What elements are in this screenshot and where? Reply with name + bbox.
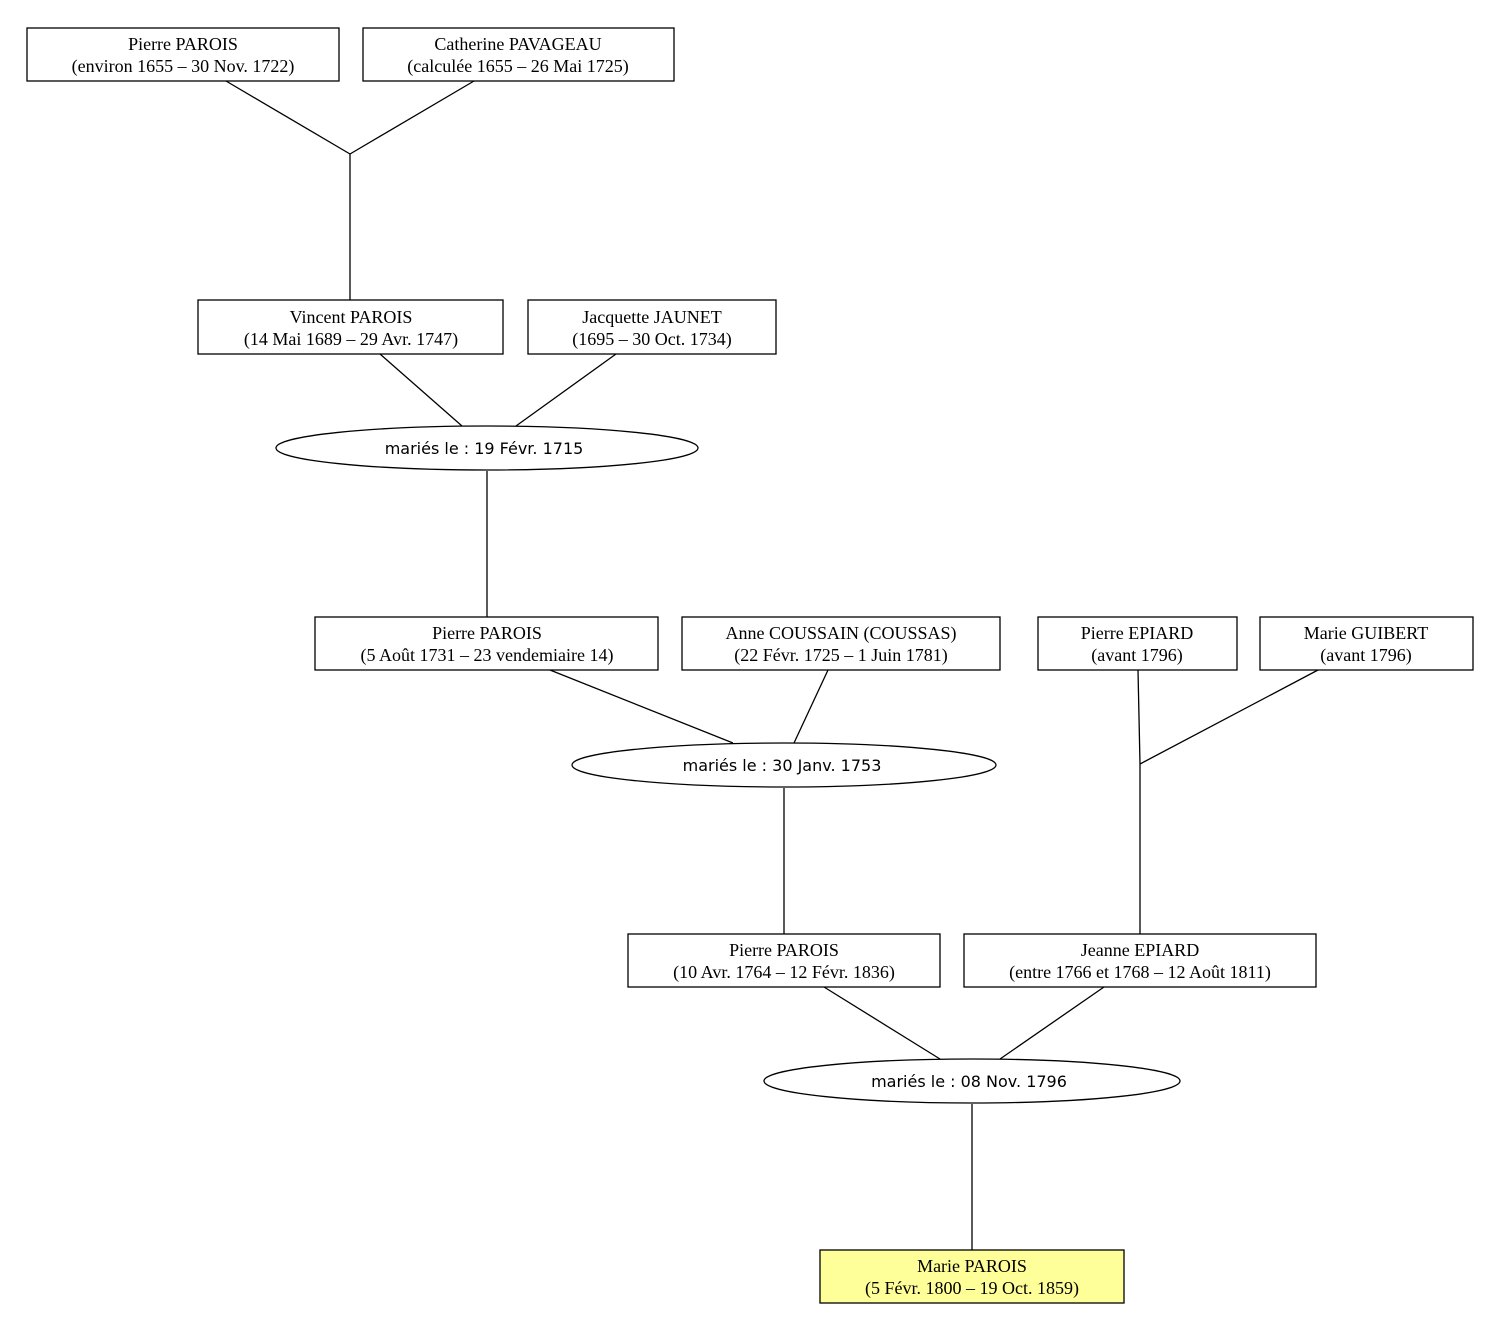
person-box — [527, 299, 777, 355]
edge-p3-to-m1 — [379, 353, 463, 427]
person-name: Vincent PAROIS — [290, 307, 413, 327]
marriage-label: mariés le : 30 Janv. 1753 — [683, 756, 882, 775]
person-dates: (14 Mai 1689 – 29 Avr. 1747) — [244, 329, 458, 350]
marriage-ellipse — [571, 742, 997, 788]
person-box — [681, 616, 1001, 671]
edge-p6-to-m2 — [793, 669, 829, 744]
person-node[interactable]: Pierre PAROIS (5 Août 1731 – 23 vendemia… — [314, 616, 659, 671]
person-name: Catherine PAVAGEAU — [434, 34, 601, 54]
edge-p2-to-join1 — [349, 80, 475, 155]
person-box — [26, 27, 340, 82]
person-dates: (entre 1766 et 1768 – 12 Août 1811) — [1009, 962, 1271, 983]
person-node[interactable]: Pierre PAROIS (environ 1655 – 30 Nov. 17… — [26, 27, 340, 82]
marriage-node[interactable]: mariés le : 19 Févr. 1715 — [275, 425, 699, 471]
person-box — [1259, 616, 1474, 671]
person-dates: (5 Août 1731 – 23 vendemiaire 14) — [361, 645, 614, 666]
person-node[interactable]: Pierre PAROIS (10 Avr. 1764 – 12 Févr. 1… — [627, 933, 941, 988]
connector-lines — [225, 80, 1319, 1250]
edge-p7-to-join2 — [1137, 669, 1141, 765]
edge-p8-to-join2 — [1139, 669, 1319, 765]
person-node[interactable]: Jacquette JAUNET (1695 – 30 Oct. 1734) — [527, 299, 777, 355]
person-box — [819, 1249, 1125, 1304]
person-name: Marie PAROIS — [917, 1256, 1027, 1276]
marriage-node[interactable]: mariés le : 30 Janv. 1753 — [571, 742, 997, 788]
person-box — [627, 933, 941, 988]
person-name: Pierre PAROIS — [729, 940, 839, 960]
person-box — [362, 27, 675, 82]
edge-p4-to-m1 — [515, 353, 617, 427]
person-name: Marie GUIBERT — [1304, 623, 1428, 643]
person-dates: (5 Févr. 1800 – 19 Oct. 1859) — [865, 1278, 1079, 1299]
marriage-label: mariés le : 19 Févr. 1715 — [385, 439, 584, 458]
person-node[interactable]: Marie GUIBERT (avant 1796) — [1259, 616, 1474, 671]
person-dates: (1695 – 30 Oct. 1734) — [572, 329, 731, 350]
person-dates: (calculée 1655 – 26 Mai 1725) — [407, 56, 628, 77]
person-name: Jacquette JAUNET — [582, 307, 721, 327]
marriage-label: mariés le : 08 Nov. 1796 — [871, 1072, 1067, 1091]
person-dates: (environ 1655 – 30 Nov. 1722) — [72, 56, 295, 77]
edge-p5-to-m2 — [549, 669, 734, 744]
person-name: Pierre PAROIS — [432, 623, 542, 643]
person-box — [963, 933, 1317, 988]
person-name: Anne COUSSAIN (COUSSAS) — [725, 623, 956, 644]
person-box — [314, 616, 659, 671]
person-box — [1037, 616, 1238, 671]
person-name: Pierre PAROIS — [128, 34, 238, 54]
person-dates: (avant 1796) — [1320, 645, 1411, 666]
focus-person-node[interactable]: Marie PAROIS (5 Févr. 1800 – 19 Oct. 185… — [819, 1249, 1125, 1304]
edge-p1-to-join1 — [225, 80, 351, 155]
person-dates: (10 Avr. 1764 – 12 Févr. 1836) — [673, 962, 895, 983]
person-dates: (avant 1796) — [1091, 645, 1182, 666]
person-box — [197, 299, 504, 355]
person-dates: (22 Févr. 1725 – 1 Juin 1781) — [734, 645, 948, 666]
person-node[interactable]: Anne COUSSAIN (COUSSAS) (22 Févr. 1725 –… — [681, 616, 1001, 671]
edge-p10-to-m3 — [999, 986, 1105, 1060]
marriage-node[interactable]: mariés le : 08 Nov. 1796 — [763, 1058, 1181, 1104]
person-node[interactable]: Catherine PAVAGEAU (calculée 1655 – 26 M… — [362, 27, 675, 82]
marriage-ellipse — [763, 1058, 1181, 1104]
person-node[interactable]: Jeanne EPIARD (entre 1766 et 1768 – 12 A… — [963, 933, 1317, 988]
person-name: Jeanne EPIARD — [1081, 940, 1199, 960]
marriage-ellipse — [275, 425, 699, 471]
person-name: Pierre EPIARD — [1081, 623, 1193, 643]
edge-p9-to-m3 — [823, 986, 941, 1060]
person-node[interactable]: Vincent PAROIS (14 Mai 1689 – 29 Avr. 17… — [197, 299, 504, 355]
person-node[interactable]: Pierre EPIARD (avant 1796) — [1037, 616, 1238, 671]
